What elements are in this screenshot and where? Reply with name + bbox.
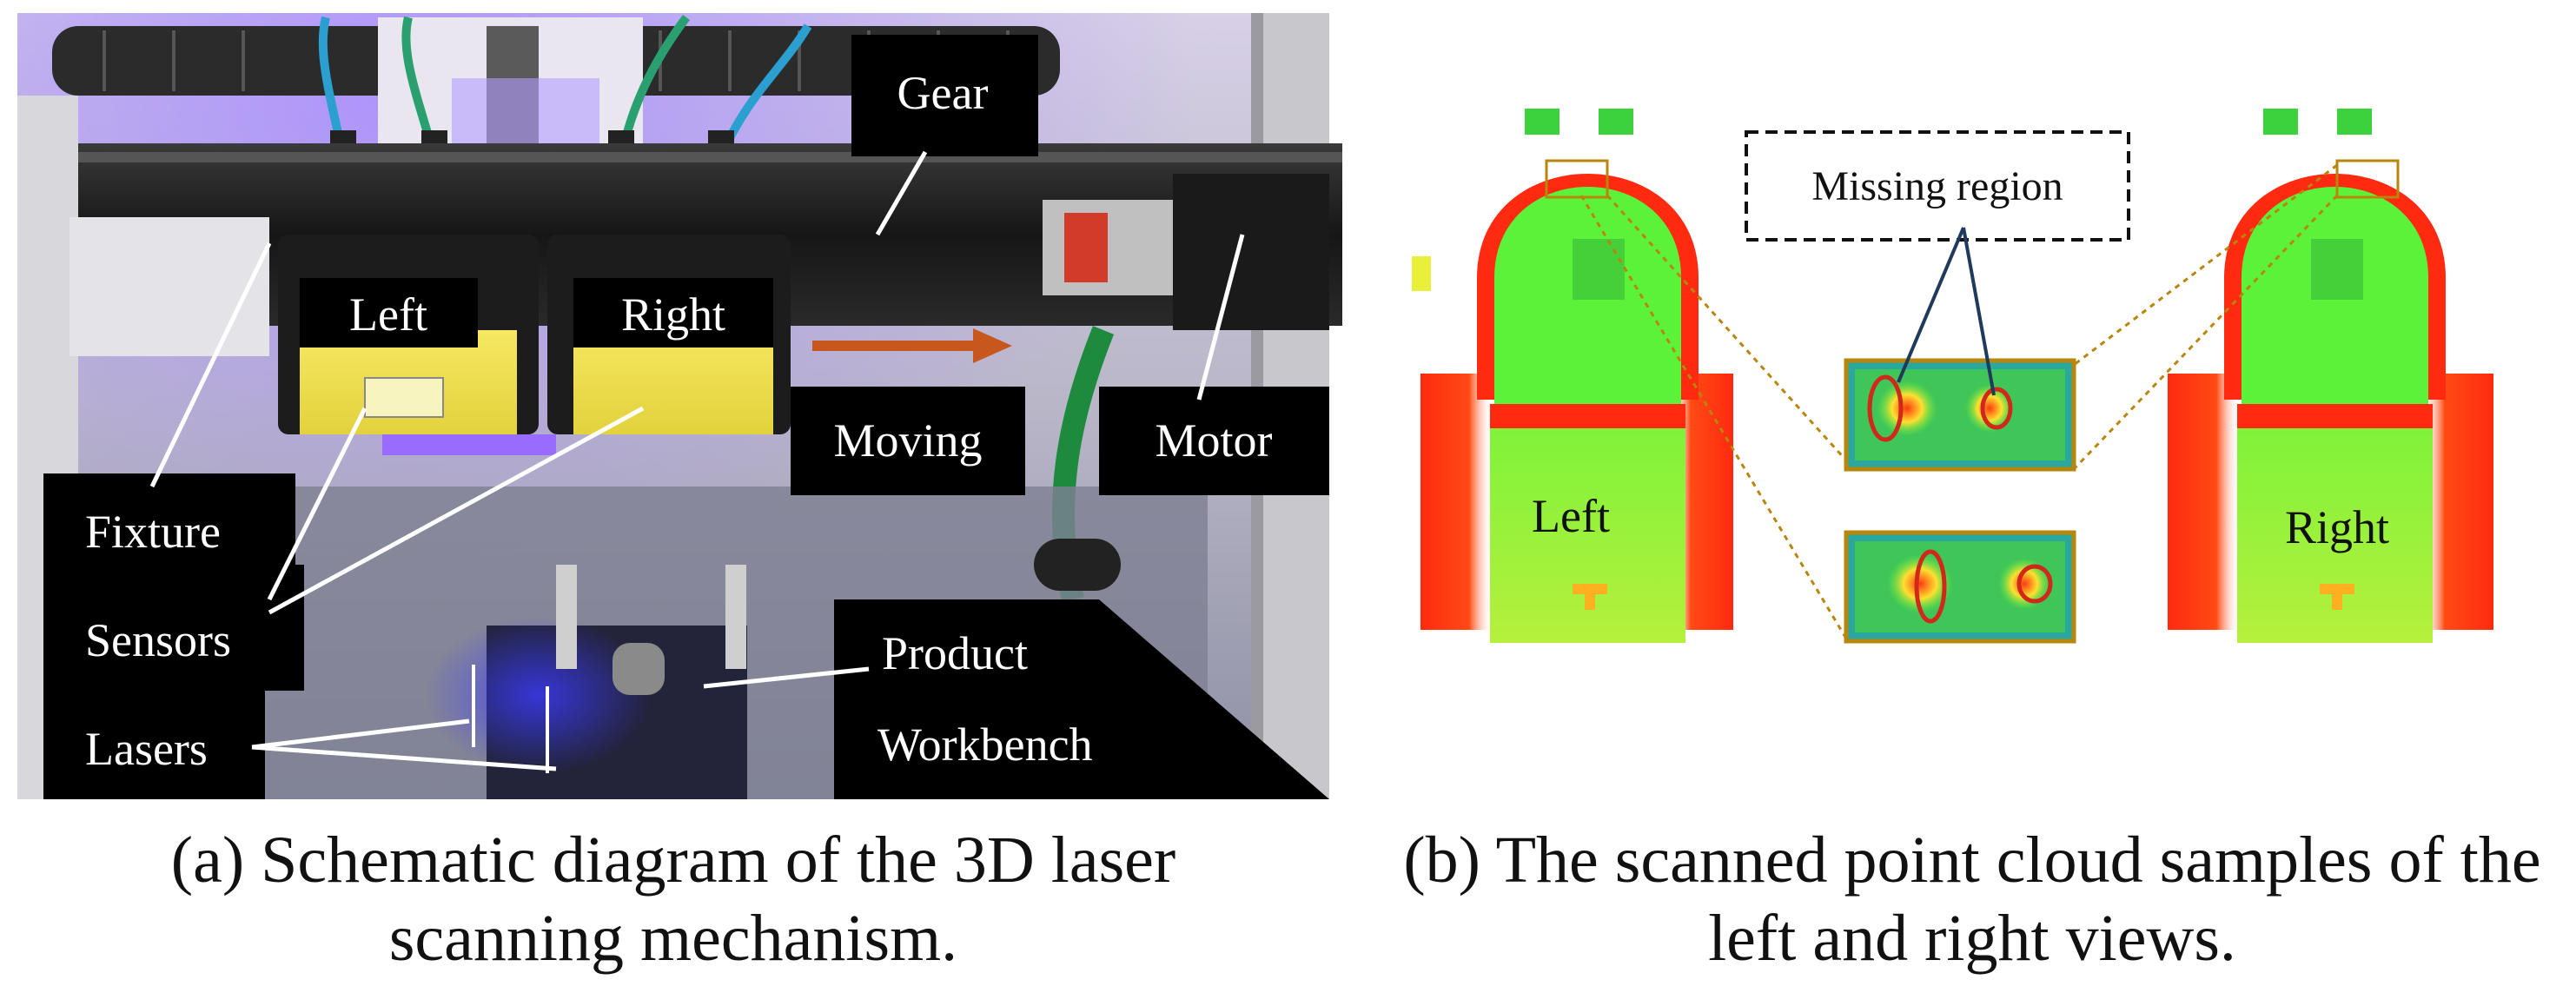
left-zoom-source xyxy=(1545,159,1609,199)
panel-a-leader-lines xyxy=(149,150,1245,771)
left-yellow-marker xyxy=(1412,256,1431,291)
left-label-box xyxy=(300,278,478,348)
left-tab-1 xyxy=(1525,109,1560,135)
zoom-bottom-border xyxy=(1844,530,2076,644)
left-tab-2 xyxy=(1599,109,1633,135)
left-neck-band xyxy=(1490,404,1685,428)
missing-region-box xyxy=(1745,130,2130,242)
missing-pointer-2 xyxy=(1962,227,1996,396)
right-sensor-label: Right xyxy=(621,288,725,341)
left-t-stem xyxy=(1585,594,1595,610)
product-label-box xyxy=(834,599,1329,799)
right-neck-band xyxy=(2237,404,2433,428)
zoom-top-hot-2 xyxy=(1965,384,2014,433)
laser-blue-glow xyxy=(426,617,652,773)
zoom-inset-top xyxy=(1844,358,2076,472)
motor-label-box xyxy=(1099,387,1329,495)
fixture-plate xyxy=(70,217,269,356)
left-side-bar-l xyxy=(1420,374,1490,630)
product-label: Product xyxy=(882,627,1028,679)
moving-label: Moving xyxy=(833,414,982,467)
gear-label: Gear xyxy=(897,67,989,119)
right-side-bar-l xyxy=(2168,374,2237,630)
sensor-base-glow xyxy=(382,434,556,455)
panel-a-label-boxes xyxy=(43,35,1329,799)
caption-a-line2: scanning mechanism. xyxy=(388,902,958,975)
left-t-mark xyxy=(1573,584,1607,594)
fixture-bar-right xyxy=(725,565,746,669)
caption-b: (b) The scanned point cloud samples of t… xyxy=(1390,821,2554,977)
hole-dark xyxy=(1034,539,1121,591)
moving-arrow-head xyxy=(973,328,1012,363)
lasers-label-box xyxy=(43,691,265,799)
fixture-label-box xyxy=(43,473,295,565)
caption-b-line2: left and right views. xyxy=(1708,902,2236,975)
caption-a-line1: (a) Schematic diagram of the 3D laser xyxy=(170,824,1176,897)
rail-highlight xyxy=(56,152,1342,162)
sensor-sticker xyxy=(364,377,444,418)
right-zoom-source xyxy=(2335,159,2400,199)
caption-a: (a) Schematic diagram of the 3D laser sc… xyxy=(17,821,1329,977)
fixture-bar-left xyxy=(556,565,577,669)
zoom-top-circle-1 xyxy=(1867,374,1904,442)
right-t-mark xyxy=(2320,584,2354,594)
zoom-bottom-hot-1 xyxy=(1887,554,1953,613)
panel-a-label-text: Gear Left Right Moving Motor Fixture Sen… xyxy=(85,67,1273,775)
zoom-bottom-circle-2 xyxy=(2016,564,2053,604)
right-t-stem xyxy=(2332,594,2342,610)
missing-pointer-1 xyxy=(1897,227,1965,383)
right-head-chip xyxy=(2311,239,2363,300)
motor-label: Motor xyxy=(1156,414,1273,467)
fixture-label: Fixture xyxy=(85,506,221,558)
right-tab-1 xyxy=(2263,109,2298,135)
sensors-label: Sensors xyxy=(85,614,231,666)
lasers-label: Lasers xyxy=(85,723,208,775)
right-side-bar-r xyxy=(2424,374,2493,630)
moving-label-box xyxy=(791,387,1025,495)
workbench-label: Workbench xyxy=(877,718,1093,771)
left-view-label: Left xyxy=(1532,490,1610,542)
zoom-top-border xyxy=(1844,358,2076,472)
caption-b-line1: (b) The scanned point cloud samples of t… xyxy=(1403,824,2541,897)
zoom-inset-bottom xyxy=(1844,530,2076,644)
motor-body xyxy=(1173,174,1329,330)
zoom-bottom-hot-2 xyxy=(1998,558,2050,610)
zoom-top-circle-2 xyxy=(1980,387,2013,430)
right-label-box xyxy=(573,278,773,348)
left-point-cloud xyxy=(1412,109,1733,643)
right-point-cloud xyxy=(2168,109,2493,643)
right-tab-2 xyxy=(2337,109,2372,135)
gear-label-box xyxy=(851,35,1038,156)
zoom-top-hot-1 xyxy=(1877,381,1937,436)
panel-b-labels: Missing region Left Right xyxy=(1532,163,2389,553)
coupling-red xyxy=(1064,213,1108,282)
missing-region-label: Missing region xyxy=(1811,163,2063,209)
zoom-connector-lines xyxy=(1579,163,2339,639)
sensors-label-box xyxy=(43,565,304,691)
product-part xyxy=(613,643,665,695)
zoom-bottom-circle-1 xyxy=(1914,549,1947,624)
right-view-label: Right xyxy=(2285,501,2389,553)
left-sensor-label: Left xyxy=(349,288,427,341)
left-head-chip xyxy=(1573,239,1625,300)
